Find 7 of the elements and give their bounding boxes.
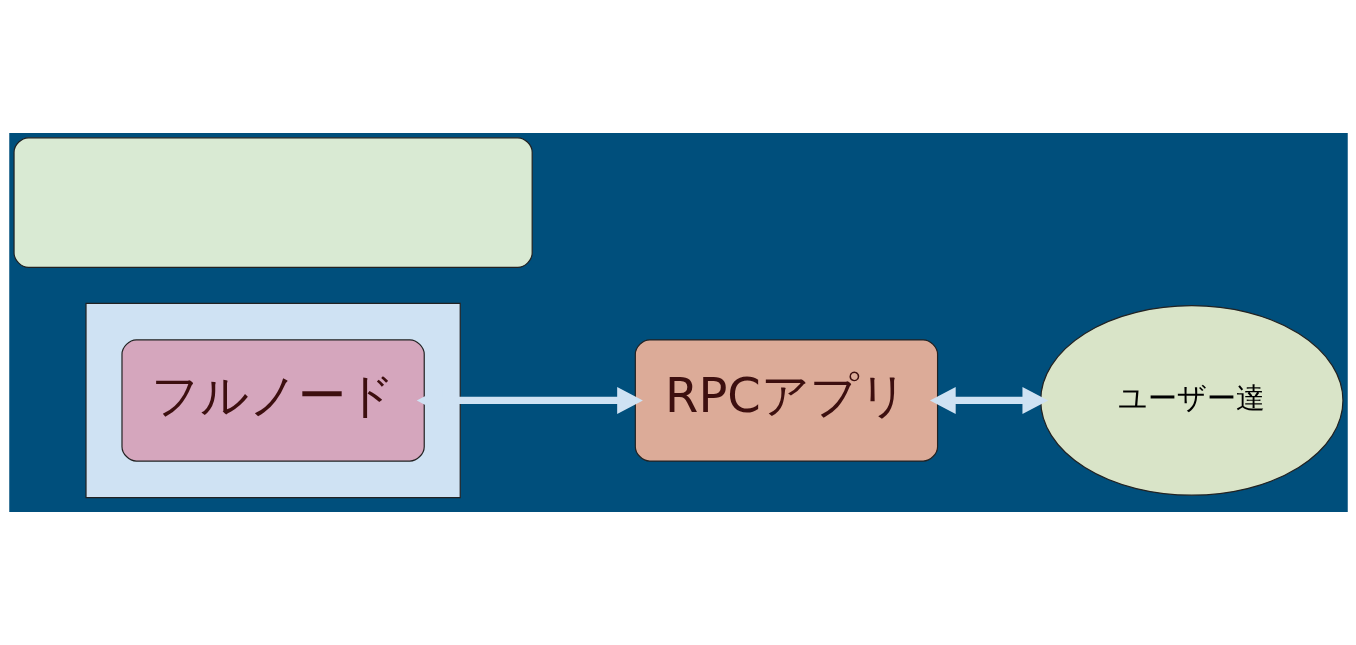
node-box (12, 137, 533, 268)
cluster (84, 302, 461, 499)
node-box: RPCアプリ (634, 339, 938, 462)
arrow (416, 386, 643, 414)
arrow (929, 386, 1048, 414)
node-box: フルノード (120, 339, 425, 462)
node-ellipse: ユーザー達 (1039, 305, 1344, 496)
